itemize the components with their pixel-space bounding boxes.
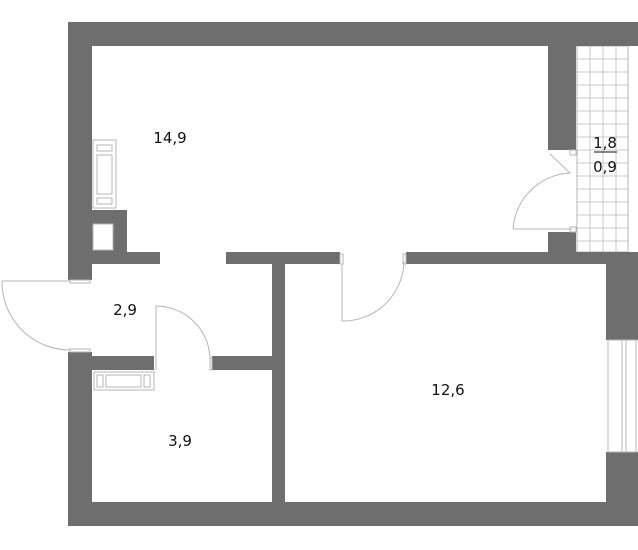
balcony-reduced-area: 0,9 [593,158,617,176]
wall-left-lower [68,352,92,526]
wall-hall-top [127,252,160,264]
room-area-bedroom: 12,6 [431,381,464,399]
radiator-living [92,139,117,209]
wall-bottom [68,502,638,526]
radiator-bathroom [93,371,155,391]
wall-right-upper [606,252,638,340]
wall-balcony-upper [548,46,576,150]
room-area-bathroom: 3,9 [168,432,192,450]
wall-bath-bedroom [272,252,285,502]
bathroom-door[interactable] [155,305,213,371]
wall-bath-top-right [212,356,273,370]
balcony-tiles [576,45,628,252]
wall-left-upper [68,22,92,280]
bedroom-door[interactable] [339,253,407,322]
room-area-living: 14,9 [153,129,186,147]
wall-balcony-lower [548,232,576,252]
ventilation-shaft [92,223,114,251]
wall-right-lower [606,452,638,526]
balcony-door[interactable] [512,149,577,233]
room-area-hall: 2,9 [113,301,137,319]
wall-bath-top-left [92,356,154,370]
balcony-area: 1,8 [593,134,617,152]
entrance-door[interactable] [1,279,91,353]
walls [68,22,638,526]
window-bedroom [607,339,637,453]
wall-top [68,22,638,46]
wall-bedroom-top-right [406,252,638,264]
